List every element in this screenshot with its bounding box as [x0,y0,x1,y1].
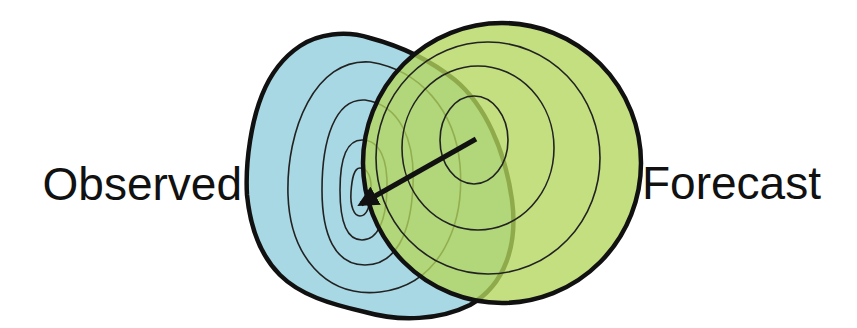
observed-node: Observed [4,30,520,322]
forecast-node: Forecast [360,22,853,306]
forecast-field [363,23,641,303]
displacement-arrow [361,139,476,204]
field-label: Observed [43,161,242,207]
field-label: Forecast [642,160,821,206]
forecast-contours [376,42,600,274]
